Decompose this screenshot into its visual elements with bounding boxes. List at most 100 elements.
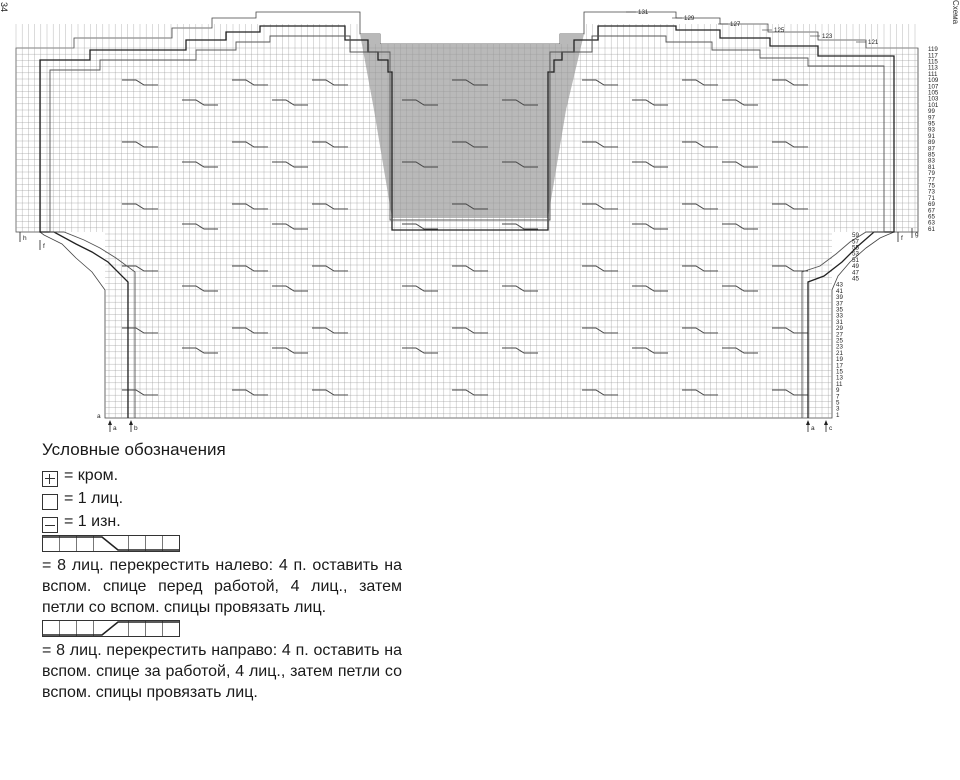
purl-stitch-icon: [42, 516, 58, 533]
cable-mark: [182, 347, 218, 354]
bottom-marker-arrowhead: [806, 420, 810, 425]
cable-mark: [582, 141, 618, 148]
size-outline-a: [39, 25, 895, 418]
cable-mark: [502, 285, 538, 292]
row-number-label: 111: [928, 71, 938, 78]
cable-mark: [772, 203, 808, 210]
row-number-label: 87: [928, 145, 935, 152]
legend-knit-row: = 1 лиц.: [42, 487, 402, 510]
row-number-label: 109: [928, 77, 939, 84]
bottom-marker-label: a: [113, 425, 117, 432]
edge-stitch-icon: [42, 470, 58, 487]
row-number-label: 77: [928, 176, 935, 183]
legend-edge-label: = кром.: [64, 466, 119, 484]
row-number-label: 9: [836, 387, 840, 394]
row-number-label: 69: [928, 201, 935, 208]
cable-mark: [182, 161, 218, 168]
row-number-label: 91: [928, 133, 935, 140]
bottom-left-letter: a: [97, 413, 101, 420]
cable-mark: [272, 223, 308, 230]
row-number-label: 37: [836, 300, 843, 307]
row-number-label: 43: [836, 282, 843, 289]
cable-mark: [122, 389, 158, 396]
row-number-label: 11: [836, 381, 843, 388]
row-number-label: 83: [928, 158, 935, 165]
row-number-label: 45: [852, 276, 859, 283]
row-number-label: 115: [928, 59, 938, 66]
row-number-label: 47: [852, 269, 859, 276]
row-number-label: 103: [928, 96, 939, 103]
row-number-label: 29: [836, 325, 843, 332]
row-number-label: 5: [836, 400, 840, 407]
row-number-label: 27: [836, 331, 843, 338]
row-number-label: 63: [928, 220, 935, 227]
cable-mark: [682, 265, 718, 272]
top-row-number-label: 127: [730, 21, 741, 28]
cable-mark: [272, 347, 308, 354]
cable-mark: [582, 327, 618, 334]
cable-mark: [312, 265, 348, 272]
cable-mark: [682, 327, 718, 334]
cable-mark: [582, 389, 618, 396]
row-number-label: 81: [928, 164, 935, 171]
cable-mark: [582, 265, 618, 272]
cable-mark: [632, 347, 668, 354]
cable-mark: [232, 141, 268, 148]
row-number-label: 65: [928, 214, 935, 221]
cable-mark: [452, 327, 488, 334]
legend-title: Условные обозначения: [42, 440, 226, 459]
cable-mark: [232, 203, 268, 210]
cable-mark: [632, 99, 668, 106]
row-number-label: 49: [852, 263, 859, 270]
cable-mark: [182, 99, 218, 106]
cable-mark: [772, 265, 808, 272]
row-number-label: 59: [852, 232, 859, 239]
row-number-label: 31: [836, 319, 843, 326]
cable-mark: [722, 347, 758, 354]
row-number-label: 75: [928, 183, 935, 190]
row-number-label: 41: [836, 288, 843, 295]
knit-stitch-icon: [42, 493, 58, 510]
bottom-marker-label: a: [811, 425, 815, 432]
cable-mark: [232, 79, 268, 86]
cable-mark: [502, 223, 538, 230]
cable-mark: [772, 79, 808, 86]
row-number-label: 7: [836, 393, 840, 400]
row-number-label: 105: [928, 90, 939, 97]
legend-edge-row: = кром.: [42, 464, 402, 487]
legend-cable-left-text: = 8 лиц. перекрестить налево: 4 п. остав…: [42, 557, 402, 616]
cable-mark: [122, 265, 158, 272]
row-number-label: 57: [852, 238, 859, 245]
row-number-label: 15: [836, 369, 843, 376]
cable-mark: [122, 327, 158, 334]
row-number-label: 53: [852, 251, 859, 258]
row-number-label: 55: [852, 245, 859, 252]
cable-mark: [582, 79, 618, 86]
cable-mark: [682, 141, 718, 148]
row-number-label: 93: [928, 127, 935, 134]
row-number-label: 67: [928, 207, 935, 214]
knitting-chart: 1357911131517192123252729313335373941434…: [15, 9, 939, 432]
row-number-label: 89: [928, 139, 935, 146]
cable-mark: [232, 327, 268, 334]
row-number-label: 25: [836, 338, 843, 345]
row-number-label: 21: [836, 350, 843, 357]
row-number-label: 97: [928, 114, 935, 121]
cable-mark: [182, 285, 218, 292]
cable-mark: [452, 203, 488, 210]
cable-left-icon: [42, 535, 180, 552]
row-number-label: 101: [928, 102, 939, 109]
cable-mark: [682, 79, 718, 86]
row-number-label: 71: [928, 195, 935, 202]
legend-purl-row: = 1 изн.: [42, 510, 402, 533]
row-number-label: 17: [836, 362, 843, 369]
cable-mark: [722, 99, 758, 106]
row-number-label: 107: [928, 83, 939, 90]
legend-knit-label: = 1 лиц.: [64, 489, 124, 507]
top-row-number-label: 131: [638, 9, 649, 16]
cable-mark: [632, 285, 668, 292]
size-outline-b: [49, 35, 885, 418]
row-number-label: 13: [836, 375, 843, 382]
cable-mark: [122, 203, 158, 210]
cable-mark: [722, 223, 758, 230]
